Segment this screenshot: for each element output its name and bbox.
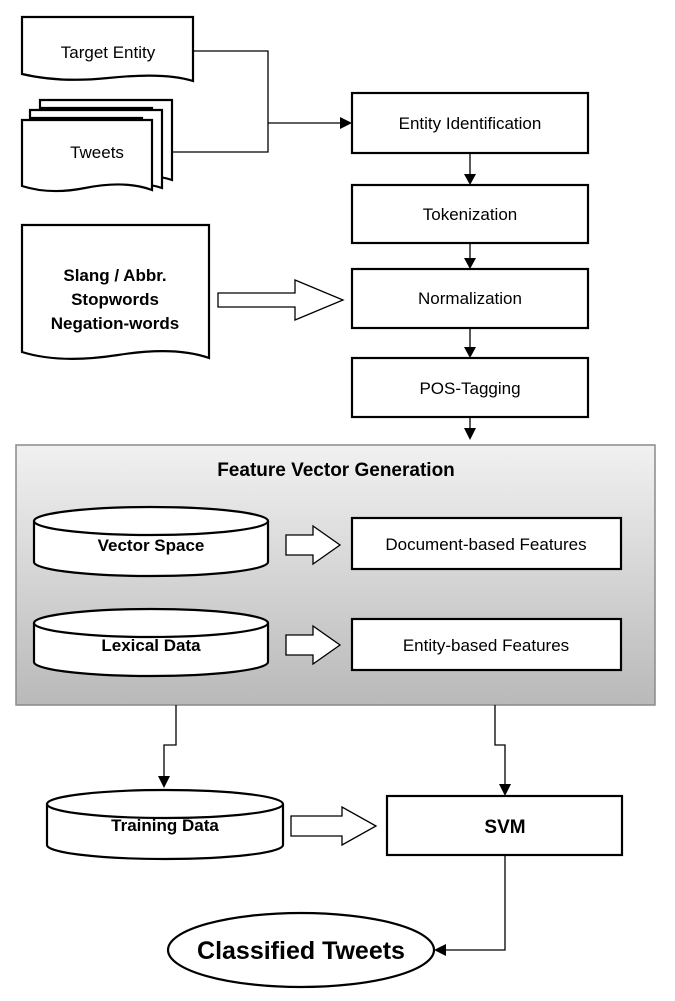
svm-label: SVM bbox=[484, 817, 525, 838]
arrowhead-1 bbox=[464, 174, 476, 185]
training-data-database: Training Data bbox=[45, 788, 285, 861]
training-data-label: Training Data bbox=[111, 816, 219, 835]
lexicon-label-negation: Negation-words bbox=[51, 314, 179, 333]
tokenization-label: Tokenization bbox=[423, 205, 518, 224]
pos-tagging-label: POS-Tagging bbox=[419, 379, 520, 398]
classified-tweets-terminator: Classified Tweets bbox=[166, 911, 436, 989]
lexicon-label-slang: Slang / Abbr. bbox=[63, 266, 166, 285]
tweets-label: Tweets bbox=[70, 143, 124, 162]
arrowhead-4 bbox=[464, 428, 476, 440]
vector-space-to-document-arrow bbox=[285, 524, 342, 566]
entity-based-features-box: Entity-based Features bbox=[350, 617, 623, 672]
vector-space-label: Vector Space bbox=[98, 536, 205, 555]
document-based-features-box: Document-based Features bbox=[350, 516, 623, 571]
target-entity-connector bbox=[193, 50, 269, 123]
tweets-documents: Tweets bbox=[20, 98, 174, 193]
pos-tagging-box: POS-Tagging bbox=[350, 356, 590, 419]
panel-to-training-arrowhead bbox=[158, 776, 170, 788]
normalization-label: Normalization bbox=[418, 289, 522, 308]
training-to-svm-arrow bbox=[290, 805, 378, 847]
panel-to-training-line bbox=[163, 705, 177, 778]
vector-space-database: Vector Space bbox=[32, 505, 270, 578]
lexical-data-label: Lexical Data bbox=[101, 636, 201, 655]
panel-to-svm-line bbox=[494, 705, 506, 786]
to-entity-identification-arrowhead bbox=[340, 117, 352, 129]
svm-box: SVM bbox=[385, 794, 624, 857]
entity-based-features-label: Entity-based Features bbox=[403, 636, 569, 655]
target-entity-label: Target Entity bbox=[61, 43, 156, 62]
tweets-connector bbox=[172, 123, 269, 153]
lexicon-label-stopwords: Stopwords bbox=[71, 290, 159, 309]
lexical-data-database: Lexical Data bbox=[32, 607, 270, 678]
entity-identification-label: Entity Identification bbox=[399, 114, 542, 133]
tokenization-box: Tokenization bbox=[350, 183, 590, 245]
feature-vector-generation-title: Feature Vector Generation bbox=[217, 460, 455, 481]
document-based-features-label: Document-based Features bbox=[385, 535, 586, 554]
svm-to-output-arrowhead bbox=[434, 944, 446, 956]
target-entity-document: Target Entity bbox=[20, 15, 195, 83]
entity-identification-box: Entity Identification bbox=[350, 91, 590, 155]
lexicon-document: Slang / Abbr. Stopwords Negation-words bbox=[20, 223, 211, 360]
arrowhead-3 bbox=[464, 347, 476, 358]
svm-to-output-line bbox=[445, 855, 506, 951]
arrowhead-2 bbox=[464, 258, 476, 269]
classified-tweets-label: Classified Tweets bbox=[197, 937, 405, 965]
lexical-data-to-entity-arrow bbox=[285, 624, 342, 666]
lexicon-to-normalization-arrow bbox=[217, 279, 345, 321]
normalization-box: Normalization bbox=[350, 267, 590, 330]
panel-to-svm-arrowhead bbox=[499, 784, 511, 796]
